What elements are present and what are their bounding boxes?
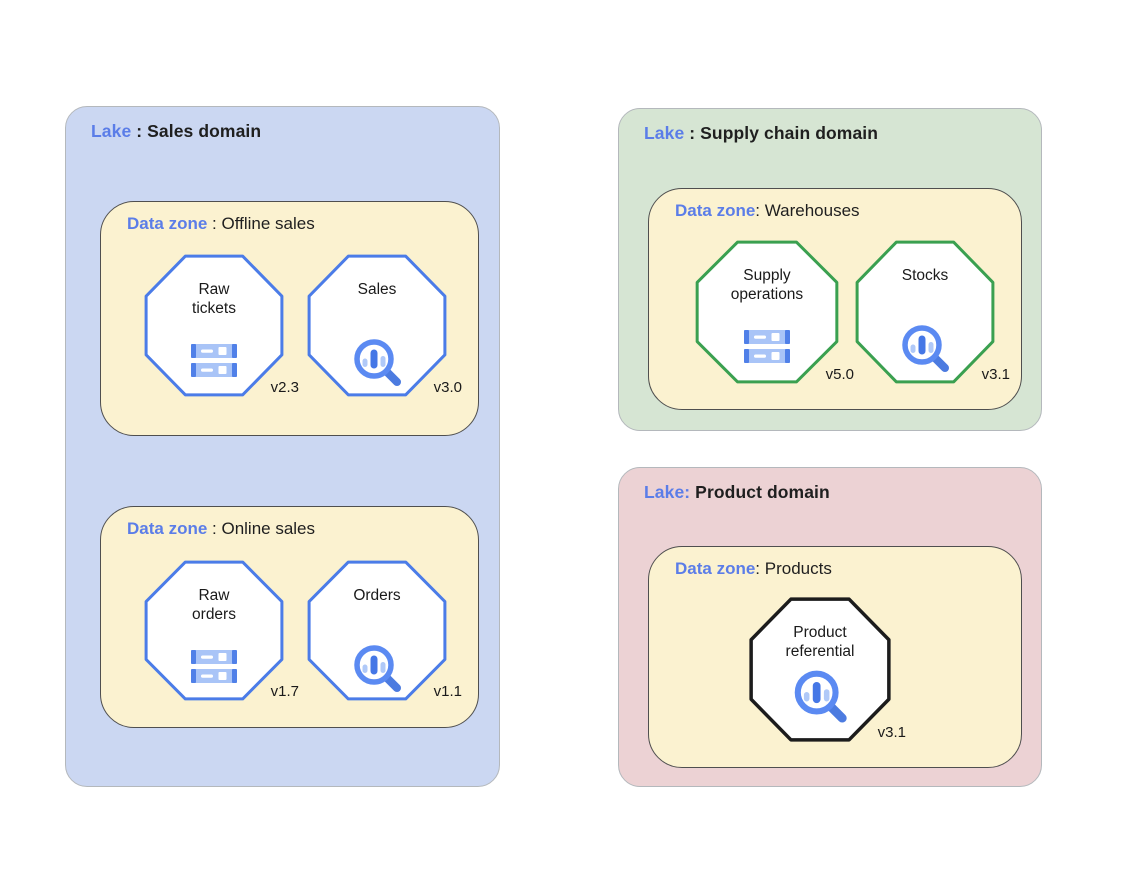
octagon-shape xyxy=(144,560,284,701)
node-label: Raw orders xyxy=(192,587,236,623)
octagon-shape xyxy=(695,240,839,384)
node-sales: Sales v3.0 xyxy=(307,254,462,397)
data-zone-keyword: Data zone xyxy=(675,559,756,578)
octagon-shape xyxy=(144,254,284,397)
octagon-shape xyxy=(307,560,447,701)
version-badge: v3.1 xyxy=(877,724,906,741)
lake-supply-title: Lake : Supply chain domain xyxy=(644,123,878,144)
zone-title-text: : Offline sales xyxy=(207,214,315,233)
data-zone-products: Data zone: Products Product referential … xyxy=(648,546,1022,768)
octagon-shape xyxy=(855,240,995,384)
node-stocks: Stocks v3.1 xyxy=(855,240,1010,384)
lake-keyword: Lake xyxy=(91,121,132,141)
storage-icon xyxy=(191,344,237,377)
lake-title-text: Product domain xyxy=(690,482,830,502)
version-badge: v1.7 xyxy=(270,683,299,700)
node-product-referential: Product referential v3.1 xyxy=(749,597,906,742)
data-zone-warehouses: Data zone: Warehouses Supply operations … xyxy=(648,188,1022,410)
zone-warehouses-title: Data zone: Warehouses xyxy=(675,201,860,221)
lake-title-text: : Supply chain domain xyxy=(684,123,879,143)
lake-supply-chain-domain: Lake : Supply chain domain Data zone: Wa… xyxy=(618,108,1042,431)
lake-sales-title: Lake : Sales domain xyxy=(91,121,261,142)
lake-product-domain: Lake: Product domain Data zone: Products… xyxy=(618,467,1042,787)
version-badge: v5.0 xyxy=(825,366,854,383)
search-analytics-icon xyxy=(791,667,849,727)
search-analytics-icon xyxy=(899,322,951,376)
node-label: Sales xyxy=(357,281,397,298)
node-label: Product referential xyxy=(785,624,855,660)
lake-title-text: : Sales domain xyxy=(131,121,262,141)
lake-keyword: Lake: xyxy=(644,482,691,502)
search-analytics-icon xyxy=(351,336,403,390)
lake-sales-domain: Lake : Sales domain Data zone : Offline … xyxy=(65,106,500,787)
node-supply-operations: Supply operations v5.0 xyxy=(695,240,854,384)
node-label: Raw tickets xyxy=(192,281,236,317)
node-label: Orders xyxy=(353,587,401,604)
data-zone-keyword: Data zone xyxy=(127,519,208,538)
lake-product-title: Lake: Product domain xyxy=(644,482,830,503)
zone-online-title: Data zone : Online sales xyxy=(127,519,315,539)
data-zone-online-sales: Data zone : Online sales Raw orders v1.7… xyxy=(100,506,479,728)
storage-icon xyxy=(191,650,237,683)
version-badge: v3.1 xyxy=(981,366,1010,383)
version-badge: v1.1 xyxy=(433,683,462,700)
zone-title-text: : Products xyxy=(755,559,832,578)
search-analytics-icon xyxy=(351,642,403,696)
zone-offline-title: Data zone : Offline sales xyxy=(127,214,315,234)
node-label: Supply operations xyxy=(730,267,804,303)
data-zone-offline-sales: Data zone : Offline sales Raw tickets v2… xyxy=(100,201,479,436)
node-label: Stocks xyxy=(901,267,949,284)
version-badge: v2.3 xyxy=(270,379,299,396)
node-raw-tickets: Raw tickets v2.3 xyxy=(144,254,299,397)
zone-title-text: : Warehouses xyxy=(755,201,860,220)
node-orders: Orders v1.1 xyxy=(307,560,462,701)
octagon-shape xyxy=(749,597,891,742)
lake-keyword: Lake xyxy=(644,123,685,143)
storage-icon xyxy=(744,330,790,363)
zone-title-text: : Online sales xyxy=(207,519,316,538)
node-raw-orders: Raw orders v1.7 xyxy=(144,560,299,701)
zone-products-title: Data zone: Products xyxy=(675,559,832,579)
data-zone-keyword: Data zone xyxy=(675,201,756,220)
octagon-shape xyxy=(307,254,447,397)
version-badge: v3.0 xyxy=(433,379,462,396)
data-zone-keyword: Data zone xyxy=(127,214,208,233)
